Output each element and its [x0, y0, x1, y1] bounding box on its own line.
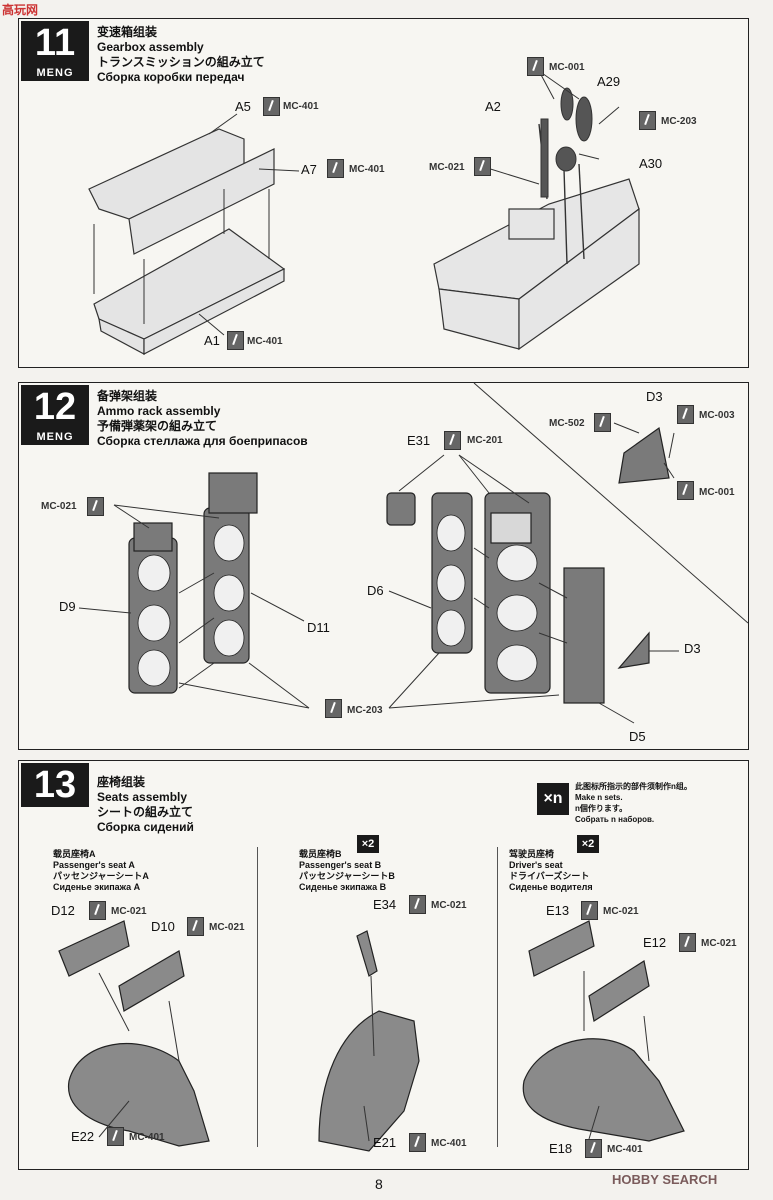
- paint-icon: [409, 1133, 426, 1152]
- multiplier-badge: ×2: [577, 835, 599, 853]
- step-number: 13: [21, 763, 89, 807]
- color-code: MC-021: [41, 501, 77, 512]
- paint-icon: [527, 57, 544, 76]
- step-11-panel: 11 MENG 变速箱组装 Gearbox assembly トランスミッション…: [18, 18, 749, 368]
- part-label-d10: D10: [151, 919, 175, 934]
- color-code: MC-021: [209, 922, 245, 933]
- watermark-logo: 高玩网: [2, 3, 39, 17]
- color-code: MC-003: [699, 410, 735, 421]
- part-label-d3: D3: [684, 641, 701, 656]
- part-label-a2: A2: [485, 99, 501, 114]
- paint-icon: [89, 901, 106, 920]
- color-code: MC-203: [347, 705, 383, 716]
- color-code: MC-021: [429, 162, 465, 173]
- part-label-e22: E22: [71, 1129, 95, 1144]
- brand-logo: MENG: [21, 429, 89, 445]
- part-label-e13: E13: [546, 903, 570, 918]
- page-number: 8: [375, 1176, 383, 1192]
- color-code: MC-001: [699, 487, 735, 498]
- step-title: 座椅组装 Seats assembly シートの組み立て Сборка сиде…: [97, 775, 194, 834]
- paint-icon: [639, 111, 656, 130]
- color-code: MC-401: [607, 1144, 643, 1155]
- part-label-e12: E12: [643, 935, 667, 950]
- part-label-a1: A1: [204, 333, 220, 348]
- part-label-a7: A7: [301, 162, 317, 177]
- part-label-e21: E21: [373, 1135, 397, 1150]
- part-label-a5: A5: [235, 99, 251, 114]
- paint-icon: [677, 481, 694, 500]
- paint-icon: [585, 1139, 602, 1158]
- paint-icon: [107, 1127, 124, 1146]
- paint-icon: [409, 895, 426, 914]
- part-label-d6: D6: [367, 583, 384, 598]
- part-label-e18: E18: [549, 1141, 573, 1156]
- part-label-a29: A29: [597, 74, 621, 89]
- part-label-e31: E31: [407, 433, 431, 448]
- column-divider: [497, 847, 498, 1147]
- color-code: MC-201: [467, 435, 503, 446]
- paint-icon: [325, 699, 342, 718]
- step-number: 11: [21, 21, 89, 65]
- color-code: MC-401: [431, 1138, 467, 1149]
- ammo-rack-diagram: [78, 383, 748, 724]
- paint-icon: [679, 933, 696, 952]
- driver-seat-title: 驾驶员座椅 Driver's seat ドライバーズシート Сиденье во…: [509, 849, 593, 892]
- part-label-a30: A30: [639, 156, 663, 171]
- color-code: MC-401: [283, 101, 319, 112]
- paint-icon: [263, 97, 280, 116]
- paint-icon: [594, 413, 611, 432]
- paint-icon: [444, 431, 461, 450]
- step-13-panel: 13 座椅组装 Seats assembly シートの組み立て Сборка с…: [18, 760, 749, 1170]
- part-label-d9: D9: [59, 599, 76, 614]
- gearbox-diagram: [88, 70, 640, 356]
- brand-logo: MENG: [21, 65, 89, 81]
- step-number: 12: [21, 385, 89, 429]
- paint-icon: [227, 331, 244, 350]
- color-code: MC-401: [247, 336, 283, 347]
- multiplier-badge: ×2: [357, 835, 379, 853]
- step-12-panel: 12 MENG 备弹架组装 Ammo rack assembly 予備弾薬架の組…: [18, 382, 749, 750]
- xn-icon: ×n: [537, 783, 569, 815]
- paint-icon: [474, 157, 491, 176]
- paint-icon: [187, 917, 204, 936]
- column-divider: [257, 847, 258, 1147]
- color-code: MC-203: [661, 116, 697, 127]
- color-code: MC-001: [549, 62, 585, 73]
- part-label-d3: D3: [646, 389, 663, 404]
- paint-icon: [87, 497, 104, 516]
- hobby-search-watermark: HOBBY SEARCH: [612, 1172, 718, 1187]
- paint-icon: [581, 901, 598, 920]
- color-code: MC-401: [349, 164, 385, 175]
- seat-b-title: 载员座椅B Passenger's seat B パッセンジャーシートB Сид…: [299, 849, 395, 892]
- part-label-d5: D5: [629, 729, 646, 744]
- color-code: MC-401: [129, 1132, 165, 1143]
- color-code: MC-021: [603, 906, 639, 917]
- part-label-d11: D11: [307, 620, 330, 635]
- seat-a-title: 载员座椅A Passenger's seat A パッセンジャーシートA Сид…: [53, 849, 149, 892]
- paint-icon: [677, 405, 694, 424]
- color-code: MC-021: [431, 900, 467, 911]
- seats-diagram: [58, 920, 685, 1152]
- step-title: 变速箱组装 Gearbox assembly トランスミッションの組み立て Сб…: [97, 25, 265, 84]
- color-code: MC-021: [701, 938, 737, 949]
- step-title: 备弹架组装 Ammo rack assembly 予備弾薬架の組み立て Сбор…: [97, 389, 308, 448]
- paint-icon: [327, 159, 344, 178]
- xn-note: 此图标所指示的部件须制作n组。 Make n sets. n個作ります。 Соб…: [575, 782, 692, 824]
- part-label-d12: D12: [51, 903, 75, 918]
- color-code: MC-021: [111, 906, 147, 917]
- color-code: MC-502: [549, 418, 585, 429]
- part-label-e34: E34: [373, 897, 397, 912]
